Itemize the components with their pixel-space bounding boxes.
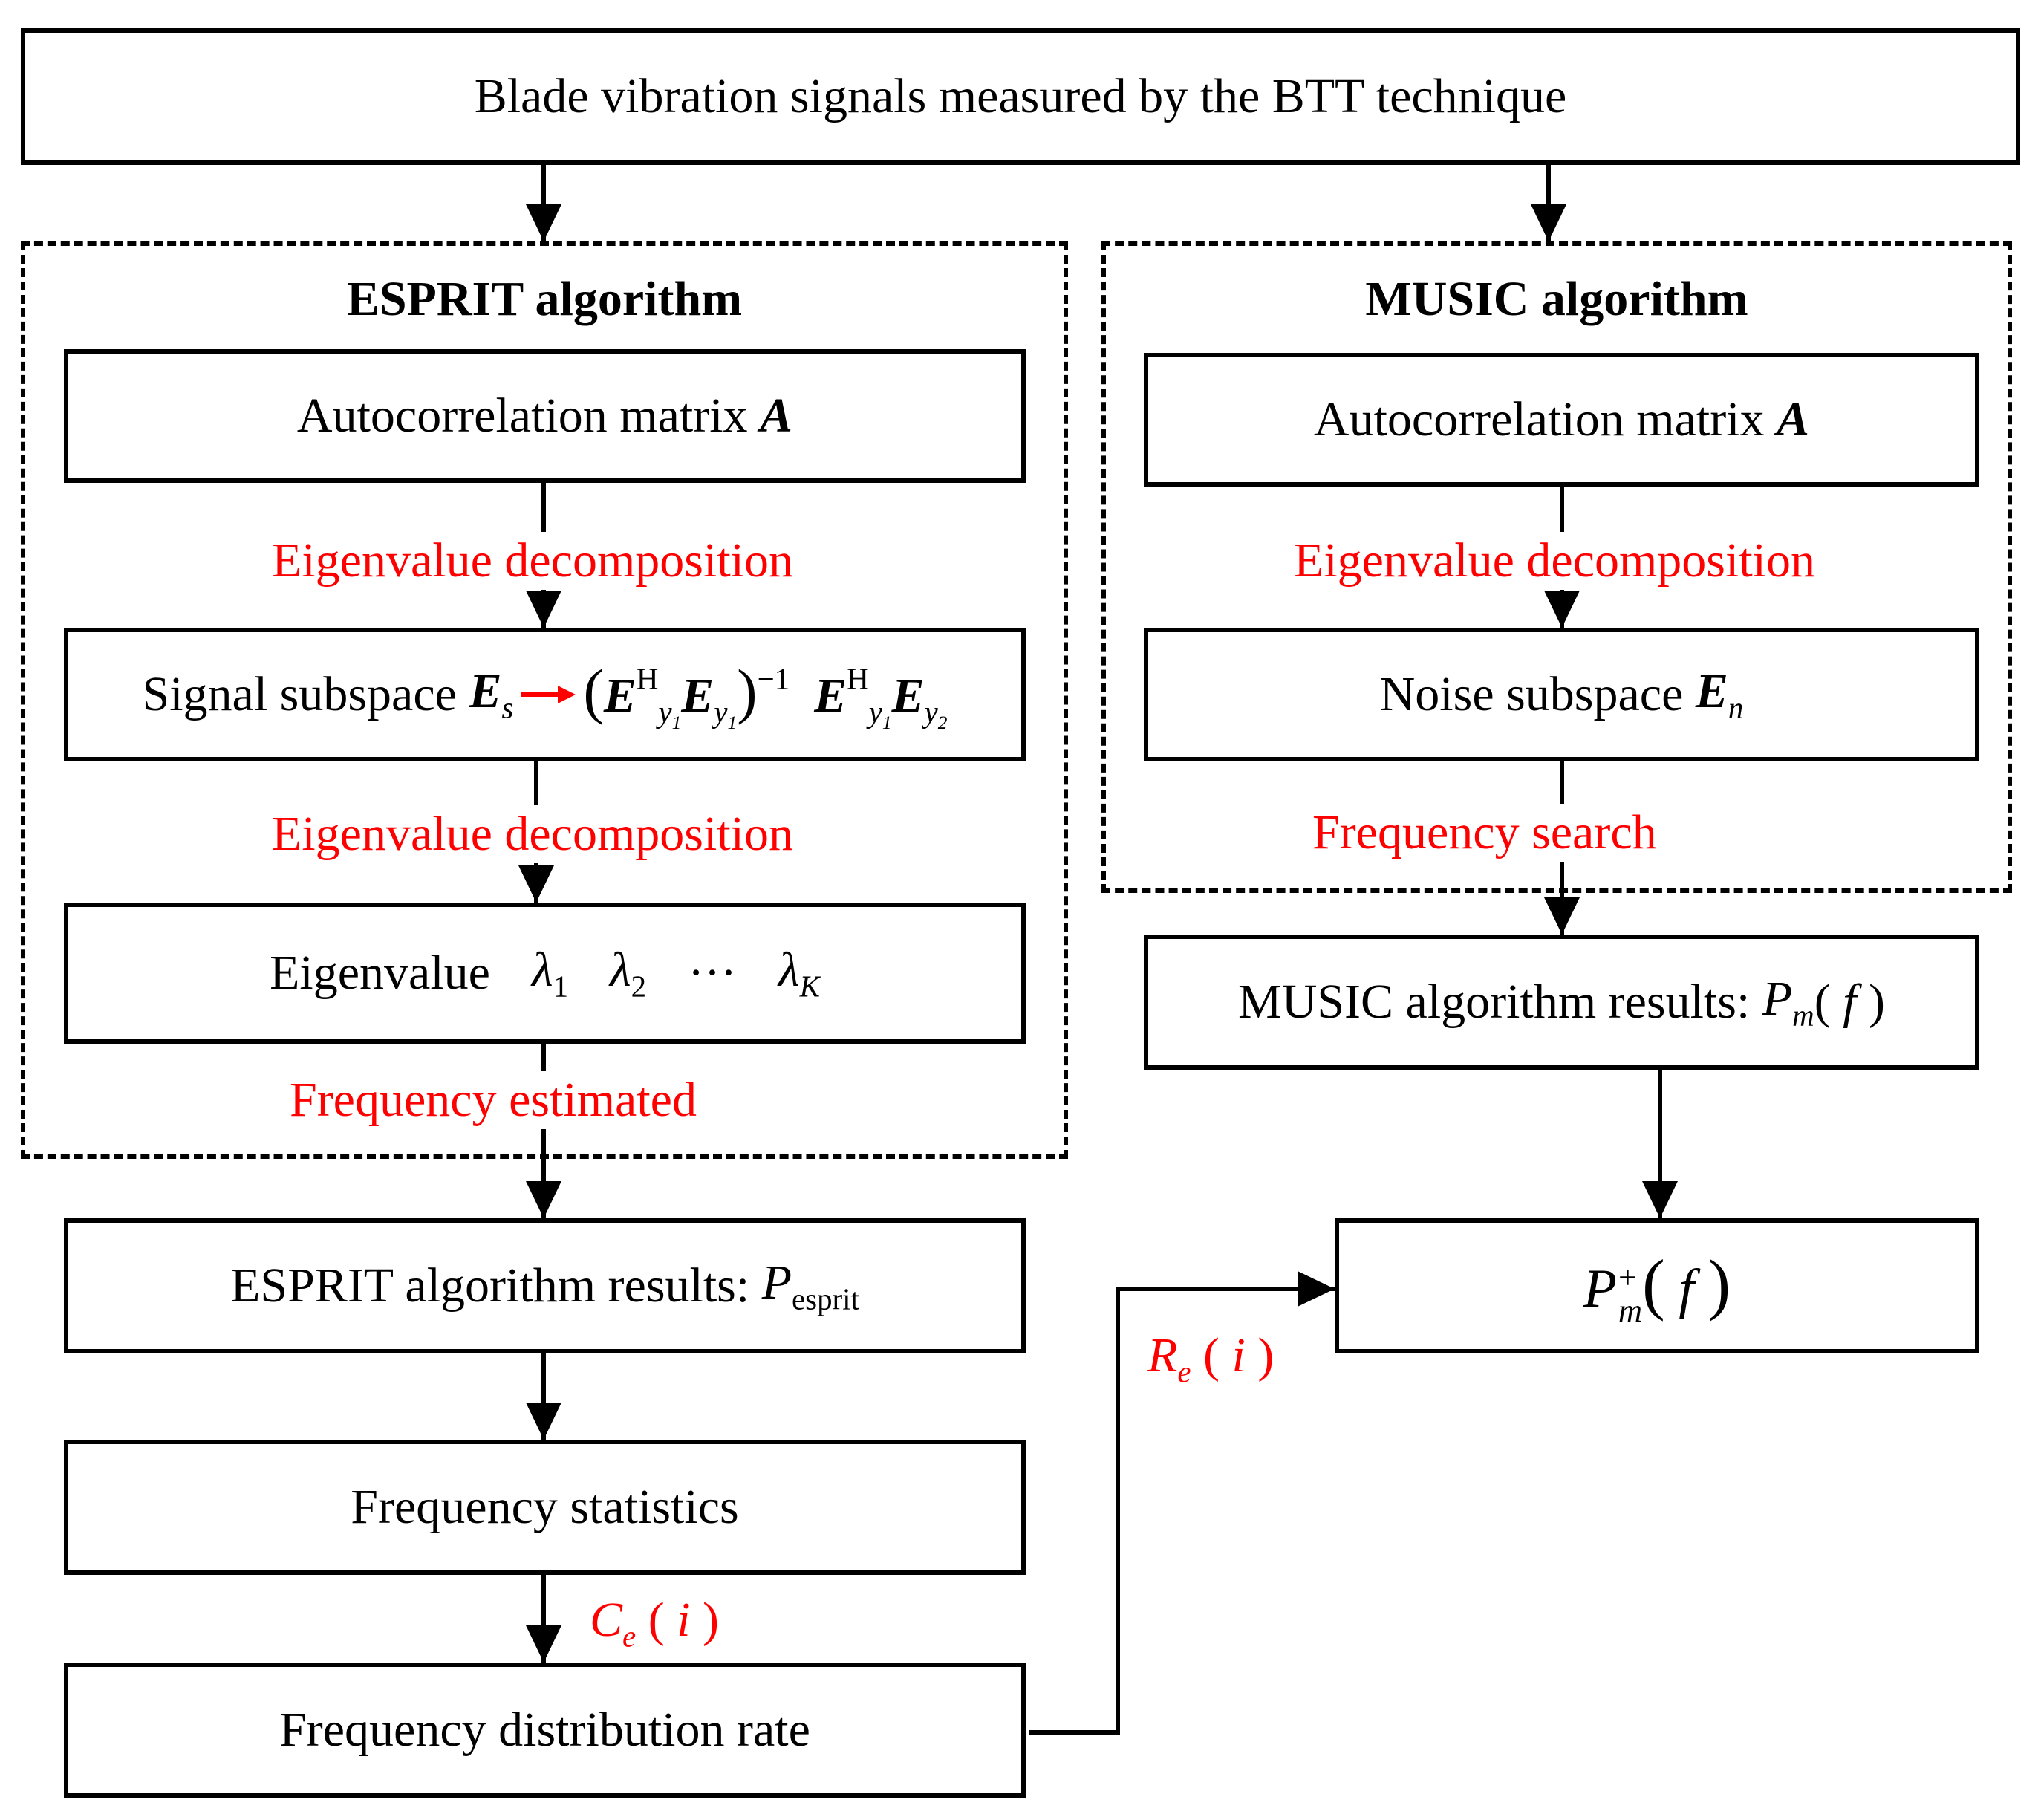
frequency-statistics-box: Frequency statistics xyxy=(64,1440,1026,1575)
music-autocorrelation-label: Autocorrelation matrix xyxy=(1313,392,1765,446)
lambda-2-symbol: λ xyxy=(610,943,631,998)
music-autocorrelation-box: Autocorrelation matrix A xyxy=(1144,353,1979,487)
pm-plus-arg: f xyxy=(1679,1258,1694,1319)
ce-symbol: C xyxy=(590,1593,623,1647)
esprit-eigenvalue-box: Eigenvalue λ1 λ2 ··· λK xyxy=(64,903,1026,1044)
music-matrix-a-symbol: A xyxy=(1777,392,1810,446)
formula-y2: y xyxy=(924,695,938,729)
inline-red-arrow-icon xyxy=(521,686,576,703)
arrowhead xyxy=(526,204,561,241)
formula-e4: E xyxy=(891,668,925,723)
arrowhead xyxy=(1642,1181,1678,1218)
frequency-distribution-rate-box: Frequency distribution rate xyxy=(64,1663,1026,1798)
input-signals-label: Blade vibration signals measured by the … xyxy=(474,69,1567,123)
esprit-eigen-decomposition-label-2: Eigenvalue decomposition xyxy=(269,805,796,863)
pm-plus-sup: + xyxy=(1618,1258,1638,1296)
ce-arg: i xyxy=(677,1593,691,1647)
esprit-group-title: ESPRIT algorithm xyxy=(346,272,743,326)
formula-two: 2 xyxy=(937,712,948,734)
formula-one-a: 1 xyxy=(671,712,682,734)
p-esprit-sub: esprit xyxy=(792,1282,859,1316)
lambda-k-symbol: λ xyxy=(778,943,800,998)
frequency-distribution-rate-label: Frequency distribution rate xyxy=(279,1703,810,1757)
re-symbol: R xyxy=(1147,1328,1178,1382)
eigenvalue-label: Eigenvalue xyxy=(270,946,490,1000)
formula-e1: E xyxy=(603,668,637,723)
lambda-k: λK xyxy=(778,942,820,1004)
formula-y1c: y xyxy=(868,695,882,729)
signal-subspace-label: Signal subspace xyxy=(142,667,457,721)
formula-one-c: 1 xyxy=(882,712,892,734)
formula-h2: H xyxy=(847,662,869,696)
formula-one-b: 1 xyxy=(727,712,738,734)
signal-subspace-symbol: Es xyxy=(469,663,513,725)
noise-subspace-label: Noise subspace xyxy=(1379,667,1684,721)
re-sub: e xyxy=(1177,1355,1191,1389)
pm-plus-p: P xyxy=(1583,1258,1617,1319)
arrowhead xyxy=(518,865,554,903)
noise-subspace-sub: n xyxy=(1728,691,1744,725)
p-esprit-p: P xyxy=(761,1255,792,1310)
arrowhead xyxy=(1544,897,1580,935)
formula-inverse: −1 xyxy=(757,662,790,696)
music-group-title: MUSIC algorithm xyxy=(1365,272,1748,326)
esprit-results-box: ESPRIT algorithm results: Pesprit xyxy=(64,1218,1026,1353)
pm-f-symbol: Pm xyxy=(1762,971,1814,1033)
formula-y1a: y xyxy=(658,695,672,729)
formula-y1b: y xyxy=(714,695,728,729)
formula-e3: E xyxy=(814,668,847,723)
pm-sub: m xyxy=(1792,998,1814,1033)
esprit-eigen-decomposition-label-1: Eigenvalue decomposition xyxy=(269,532,796,590)
music-frequency-search-label: Frequency search xyxy=(1309,804,1660,862)
pm-plus-sub: m xyxy=(1618,1291,1643,1329)
arrowhead xyxy=(1298,1271,1335,1307)
lambda-k-sub: K xyxy=(799,969,820,1004)
signal-subspace-e: E xyxy=(469,664,502,719)
esprit-results-label: ESPRIT algorithm results: xyxy=(230,1258,750,1313)
input-signals-box: Blade vibration signals measured by the … xyxy=(21,28,2020,165)
music-results-box: MUSIC algorithm results: Pm( f ) xyxy=(1144,935,1979,1070)
re-arg: i xyxy=(1231,1328,1246,1382)
arrowhead xyxy=(526,1181,561,1218)
noise-subspace-e: E xyxy=(1695,664,1728,719)
frequency-statistics-label: Frequency statistics xyxy=(351,1480,739,1534)
signal-subspace-sub: s xyxy=(501,691,514,725)
pm-p: P xyxy=(1762,972,1793,1027)
lambda-ellipsis: ··· xyxy=(688,946,737,1000)
music-algorithm-group xyxy=(1101,241,2012,893)
arrowhead xyxy=(526,1403,561,1440)
lambda-1: λ1 xyxy=(532,942,568,1004)
arrowhead xyxy=(526,591,561,628)
ce-sub: e xyxy=(622,1619,637,1654)
esprit-frequency-estimated-label: Frequency estimated xyxy=(287,1071,700,1129)
re-i-label: Re ( i ) xyxy=(1147,1328,1274,1389)
arrowhead xyxy=(1531,204,1566,241)
p-esprit-symbol: Pesprit xyxy=(762,1255,859,1316)
music-results-label: MUSIC algorithm results: xyxy=(1237,975,1751,1029)
noise-subspace-symbol: En xyxy=(1696,663,1743,725)
esprit-algorithm-group xyxy=(21,241,1068,1159)
arrow-dist-to-final xyxy=(1029,1287,1335,1735)
lambda-1-sub: 1 xyxy=(553,969,569,1004)
lambda-2: λ2 xyxy=(610,942,646,1004)
pm-arg: f xyxy=(1843,975,1857,1029)
formula-e2: E xyxy=(681,668,714,723)
lambda-1-symbol: λ xyxy=(531,943,553,998)
esprit-autocorrelation-label: Autocorrelation matrix xyxy=(296,389,748,443)
music-eigen-decomposition-label: Eigenvalue decomposition xyxy=(1291,532,1818,590)
ce-i-label: Ce ( i ) xyxy=(590,1593,719,1654)
lambda-2-sub: 2 xyxy=(631,969,647,1004)
arrowhead xyxy=(1544,591,1580,628)
esprit-autocorrelation-box: Autocorrelation matrix A xyxy=(64,349,1026,483)
pm-plus-f-symbol: P+m( f ) xyxy=(1583,1246,1731,1329)
combined-result-box: P+m( f ) xyxy=(1335,1218,1979,1353)
arrowhead xyxy=(526,1625,561,1663)
formula-h1: H xyxy=(636,662,659,696)
esprit-matrix-a-symbol: A xyxy=(760,389,793,443)
music-noise-subspace-box: Noise subspace En xyxy=(1144,628,1979,761)
